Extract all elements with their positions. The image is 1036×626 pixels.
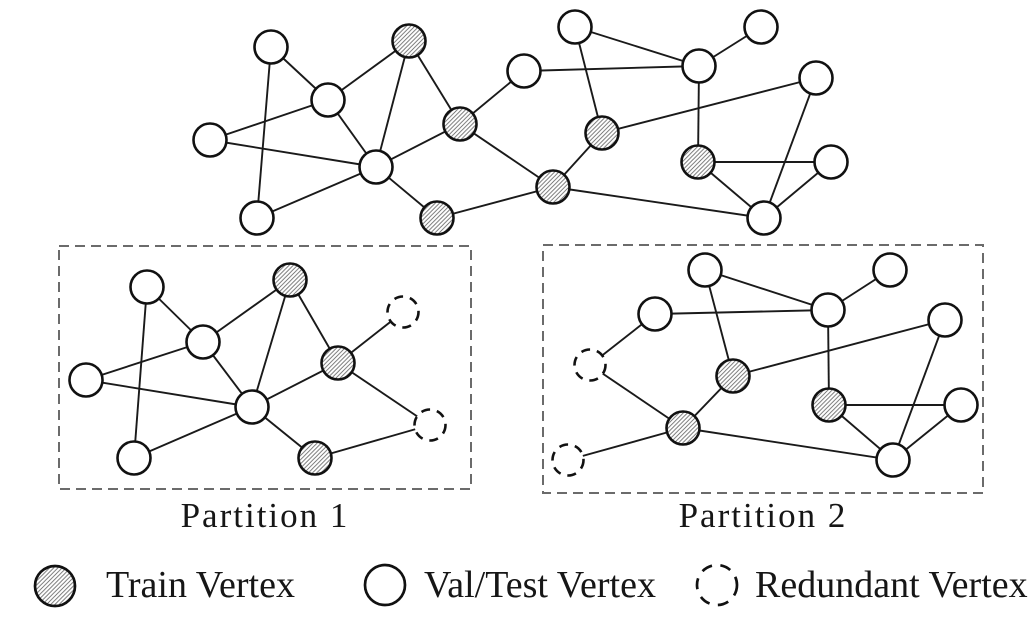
val-test-vertex xyxy=(557,9,593,45)
graph-edge xyxy=(704,269,829,311)
graph-edge xyxy=(251,279,291,408)
val-test-vertex xyxy=(506,53,542,89)
val-test-vertex xyxy=(253,29,289,65)
graph-edge xyxy=(589,364,684,429)
val-test-vertex xyxy=(875,442,911,478)
val-test-vertex xyxy=(943,387,979,423)
val-test-vertex xyxy=(129,269,165,305)
graph-edge xyxy=(436,186,554,219)
graph-edge xyxy=(574,26,700,67)
graph-edge xyxy=(552,186,765,219)
graph-edge xyxy=(256,46,272,219)
train-vertex xyxy=(391,23,427,59)
val-test-vertex xyxy=(687,252,723,288)
train-vertex xyxy=(419,200,455,236)
train-vertex xyxy=(680,144,716,180)
train-vertex xyxy=(715,358,751,394)
val-test-vertex xyxy=(681,48,717,84)
val-test-vertex xyxy=(798,60,834,96)
train-vertex xyxy=(811,387,847,423)
legend-label-redundant-vertex: Redundant Vertex xyxy=(755,564,1028,606)
graph-edge xyxy=(314,424,431,459)
graph-edge xyxy=(763,77,817,219)
train-vertex xyxy=(320,345,356,381)
val-test-vertex-icon xyxy=(363,563,407,607)
val-test-vertex xyxy=(234,389,270,425)
val-test-vertex xyxy=(239,200,275,236)
partition2-label: Partition 2 xyxy=(678,496,848,535)
val-test-vertex xyxy=(68,362,104,398)
train-vertex xyxy=(665,410,701,446)
val-test-vertex xyxy=(813,144,849,180)
graph-edge xyxy=(256,166,377,219)
redundant-vertex xyxy=(573,348,607,382)
redundant-vertex-icon xyxy=(695,563,739,607)
graph-edge xyxy=(133,406,253,459)
graph-edge xyxy=(133,286,148,459)
val-test-vertex xyxy=(192,122,228,158)
val-test-vertex xyxy=(872,252,908,288)
partition1-label: Partition 1 xyxy=(180,496,350,535)
redundant-vertex xyxy=(386,295,420,329)
partition2-box xyxy=(542,244,984,494)
val-test-vertex xyxy=(743,9,779,45)
redundant-vertex xyxy=(551,443,585,477)
legend-label-val-test-vertex: Val/Test Vertex xyxy=(424,564,656,606)
graph-edge xyxy=(682,427,894,461)
legend-label-train-vertex: Train Vertex xyxy=(106,564,295,606)
partition1-box xyxy=(58,245,472,490)
val-test-vertex xyxy=(310,82,346,118)
val-test-vertex xyxy=(927,302,963,338)
graph-edge xyxy=(654,309,829,315)
val-test-vertex xyxy=(358,149,394,185)
val-test-vertex xyxy=(185,324,221,360)
val-test-vertex xyxy=(746,200,782,236)
train-vertex-icon xyxy=(33,564,77,608)
graph-edge xyxy=(459,123,554,188)
graph-edge xyxy=(85,379,253,408)
val-test-vertex xyxy=(637,296,673,332)
val-test-vertex xyxy=(810,292,846,328)
graph-edge xyxy=(85,341,204,381)
train-vertex xyxy=(584,115,620,151)
graph-edge xyxy=(567,427,684,461)
graph-edge xyxy=(337,362,431,426)
graph-edge xyxy=(209,99,329,141)
train-vertex xyxy=(535,169,571,205)
graph-edge xyxy=(375,40,410,168)
graph-edge xyxy=(202,279,291,343)
graph-edge xyxy=(209,139,377,168)
val-test-vertex xyxy=(116,440,152,476)
train-vertex xyxy=(272,262,308,298)
graph-edge xyxy=(523,65,700,72)
graph-edge xyxy=(892,319,946,461)
train-vertex xyxy=(297,440,333,476)
graph-edge xyxy=(601,77,817,134)
graph-edge xyxy=(574,26,603,134)
graph-edge xyxy=(732,319,946,377)
redundant-vertex xyxy=(413,408,447,442)
graph-edge xyxy=(704,269,734,377)
train-vertex xyxy=(442,106,478,142)
